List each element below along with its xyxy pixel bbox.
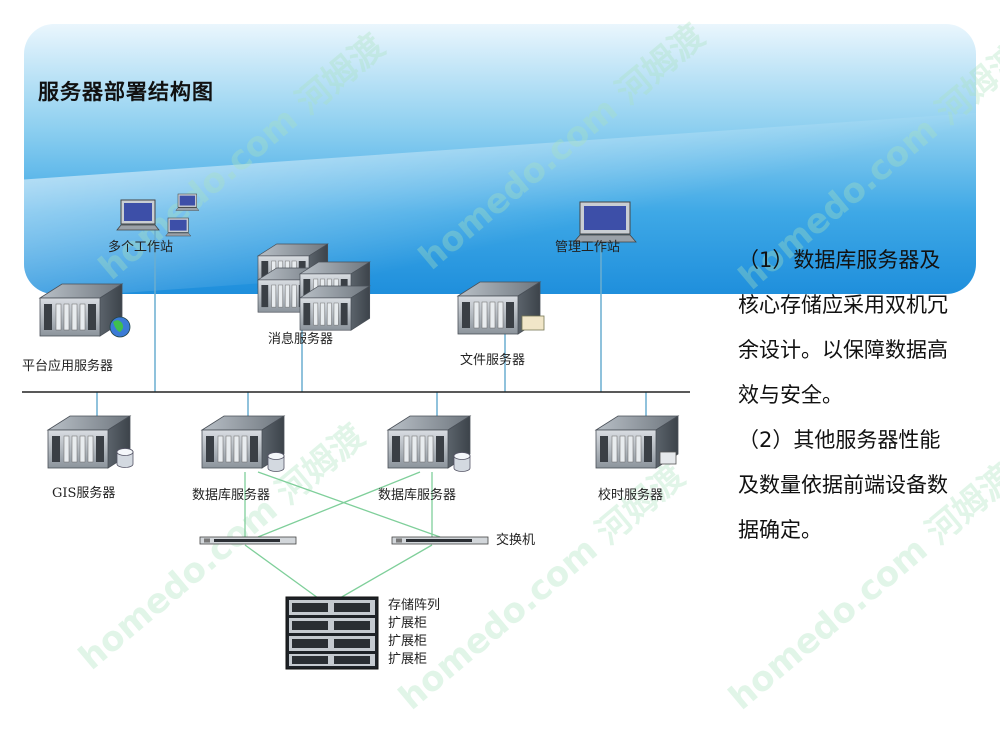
workstations-label: 多个工作站 [108,239,173,255]
expansion-cabinet-label: 扩展柜 [388,652,427,667]
message-server-icon [257,243,371,331]
gis-server-label: GIS服务器 [52,485,115,501]
admin-workstation-label: 管理工作站 [555,240,620,255]
db-server-2-label: 数据库服务器 [378,487,456,503]
file-server-label: 文件服务器 [460,352,525,368]
message-server-label: 消息服务器 [268,331,333,347]
platform-server-icon [39,283,131,338]
platform-server-label: 平台应用服务器 [22,358,113,374]
time-server-label: 校时服务器 [598,487,663,503]
storage-array-icon [285,596,379,670]
db-server-1-label: 数据库服务器 [192,487,270,503]
page-title: 服务器部署结构图 [38,80,214,104]
time-server-icon [595,415,679,469]
notes-text: （1）数据库服务器及核心存储应采用双机冗余设计。以保障数据高效与安全。 （2）其… [738,238,953,553]
admin-workstation-icon [573,201,637,243]
storage-array-label: 存储阵列 [388,598,440,613]
note-1: （1）数据库服务器及核心存储应采用双机冗余设计。以保障数据高效与安全。 [738,248,948,407]
workstation-icon [116,193,200,237]
redundant-links [244,471,441,599]
switch-icon [199,536,489,545]
file-server-icon [457,281,545,335]
switch-label: 交换机 [496,532,535,548]
db-server-2-icon [387,415,471,472]
db-server-1-icon [201,415,285,472]
note-2: （2）其他服务器性能及数量依据前端设备数据确定。 [738,428,948,542]
header-banner [24,24,976,294]
expansion-cabinet-label: 扩展柜 [388,616,427,631]
network-links [96,222,647,420]
expansion-cabinet-label: 扩展柜 [388,634,427,649]
gis-server-icon [47,415,134,469]
